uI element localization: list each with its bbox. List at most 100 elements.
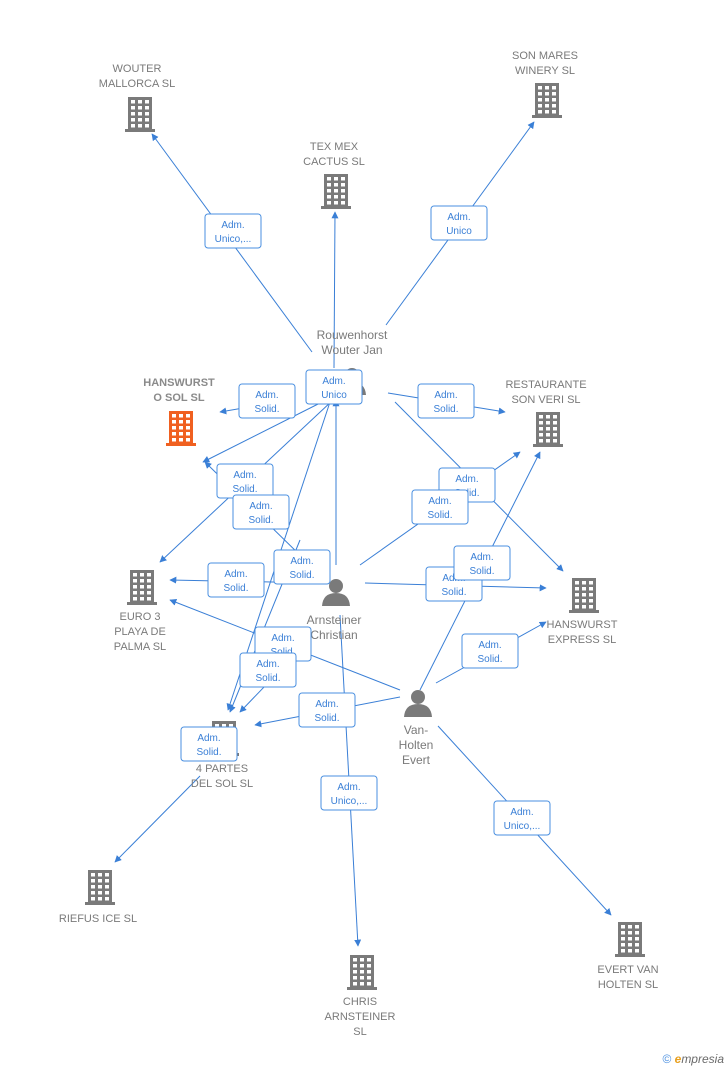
relation-label-text: Adm.: [447, 212, 470, 223]
relation-label[interactable]: Adm. Unico,...: [493, 800, 551, 836]
relation-label[interactable]: Adm. Solid.: [461, 633, 519, 669]
relation-label-text: Adm.: [256, 659, 279, 670]
relation-label[interactable]: Adm. Solid.: [232, 494, 290, 530]
relation-label[interactable]: Adm. Unico: [305, 369, 363, 405]
building-icon[interactable]: [321, 174, 351, 209]
relation-label-text: Solid.: [469, 566, 494, 577]
building-icon[interactable]: [85, 870, 115, 905]
relation-label[interactable]: Adm.Solid.: [298, 692, 356, 728]
relation-label-text: Adm.: [478, 640, 501, 651]
edge-labels-layer: Adm.Solid.Adm.Unico,...Adm.UnicoAdm.Unic…: [180, 205, 551, 836]
relation-label-text: Solid.: [427, 510, 452, 521]
relation-label[interactable]: Adm. Solid.: [207, 562, 265, 598]
relation-label-text: Solid.: [248, 515, 273, 526]
relation-label-text: Adm.: [322, 376, 345, 387]
relation-label-text: Solid.: [232, 484, 257, 495]
relation-label-text: Adm.: [337, 782, 360, 793]
relation-label-text: Solid.: [441, 587, 466, 598]
relation-label[interactable]: Adm. Unico: [430, 205, 488, 241]
person-icon[interactable]: [322, 579, 350, 606]
relation-label-text: Solid.: [223, 583, 248, 594]
relation-label-text: Adm.: [197, 733, 220, 744]
relation-label-text: Adm.: [255, 390, 278, 401]
company-node[interactable]: RIEFUS ICE SL: [59, 870, 137, 925]
relation-edge: [202, 397, 331, 463]
relation-label-text: Solid.: [196, 747, 221, 758]
relation-label-text: Adm.: [224, 569, 247, 580]
relation-label[interactable]: Adm. Unico,...: [204, 213, 262, 249]
relation-label[interactable]: Adm. Solid.: [411, 489, 469, 525]
building-icon[interactable]: [166, 411, 196, 446]
relation-label-text: Solid.: [289, 570, 314, 581]
copyright-symbol: ©: [662, 1052, 672, 1066]
relation-label[interactable]: Adm. Solid.: [238, 383, 296, 419]
relation-edge: [331, 211, 339, 369]
relation-label[interactable]: Adm. Solid.: [180, 726, 238, 762]
relation-label-text: Adm.: [510, 807, 533, 818]
relation-label-text: Adm.: [271, 633, 294, 644]
relation-label-text: Adm.: [455, 474, 478, 485]
relation-label[interactable]: Adm. Unico,...: [320, 775, 378, 811]
relation-label[interactable]: Adm. Solid.: [239, 652, 297, 688]
node-label: RIEFUS ICE SL: [59, 913, 137, 925]
relation-label-text: Adm.: [249, 501, 272, 512]
relation-label-text: Adm.: [315, 699, 338, 710]
relation-label[interactable]: Adm. Solid.: [216, 463, 274, 499]
building-icon[interactable]: [127, 570, 157, 605]
relation-label-text: Adm.: [470, 552, 493, 563]
relation-label[interactable]: Adm. Solid.: [417, 383, 475, 419]
building-icon[interactable]: [532, 83, 562, 118]
relation-label-text: Solid.: [433, 404, 458, 415]
relation-label[interactable]: Adm. Solid.: [273, 549, 331, 585]
building-icon[interactable]: [533, 412, 563, 447]
relation-label[interactable]: Adm. Solid.: [453, 545, 511, 581]
building-icon[interactable]: [569, 578, 599, 613]
relation-label-text: Adm.: [434, 390, 457, 401]
relation-label-text: Unico: [321, 390, 347, 401]
person-icon[interactable]: [404, 690, 432, 717]
relation-label-text: Adm.: [221, 220, 244, 231]
brand-logo-text: mpresia: [681, 1052, 724, 1066]
relation-label-text: Solid.: [254, 404, 279, 415]
building-icon[interactable]: [125, 97, 155, 132]
footer-brand: © empresia: [662, 1052, 724, 1066]
relation-label-text: Adm.: [233, 470, 256, 481]
relation-label-text: Unico,...: [215, 234, 252, 245]
relation-label-text: Adm.: [290, 556, 313, 567]
relation-label-text: Adm.: [428, 496, 451, 507]
relation-label-text: Unico: [446, 226, 472, 237]
relation-label-text: Solid.: [255, 673, 280, 684]
relation-label-text: Unico,...: [504, 821, 541, 832]
building-icon[interactable]: [347, 955, 377, 990]
building-icon[interactable]: [615, 922, 645, 957]
relation-edge: [114, 775, 201, 863]
relation-label-text: Solid.: [477, 654, 502, 665]
relation-label-text: Unico,...: [331, 796, 368, 807]
